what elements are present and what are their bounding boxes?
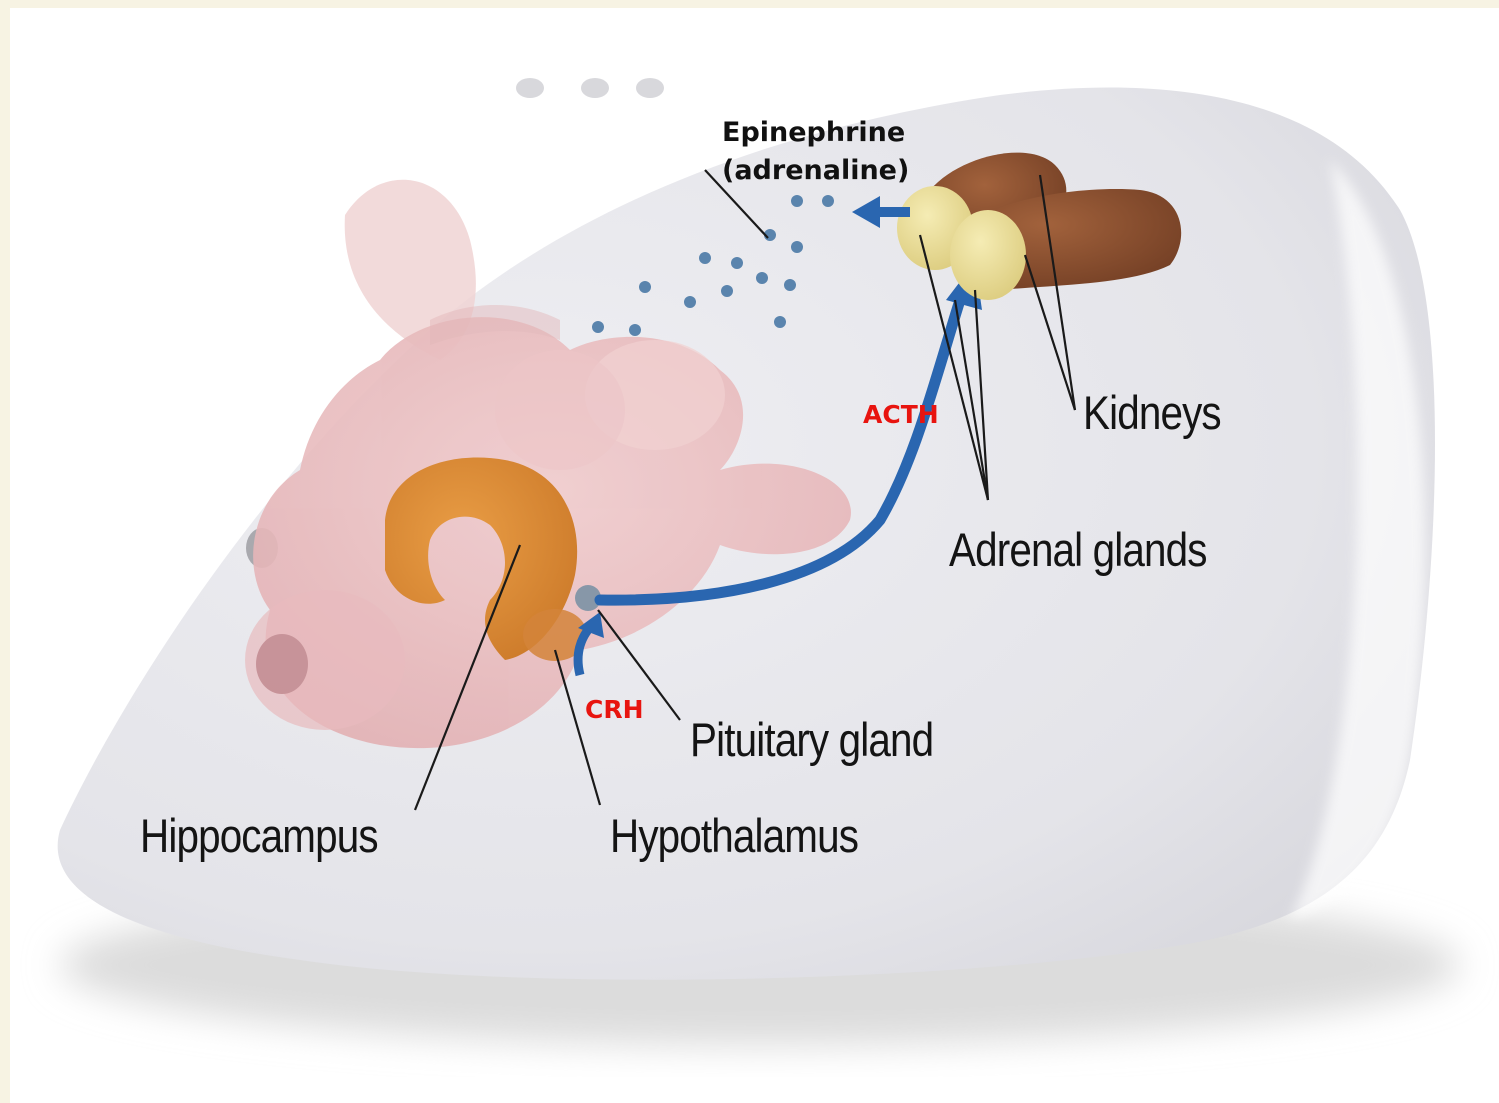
crh-label: CRH — [585, 695, 644, 724]
faint-marks — [516, 78, 664, 98]
epinephrine-label-line2: (adrenaline) — [722, 152, 909, 190]
adrenal-glands-label: Adrenal glands — [949, 522, 1207, 577]
epinephrine-label: Epinephrine (adrenaline) — [722, 114, 909, 190]
hypothalamus-label: Hypothalamus — [610, 808, 858, 863]
acth-label: ACTH — [863, 400, 939, 429]
pituitary-gland-label: Pituitary gland — [690, 712, 933, 767]
hippocampus-label: Hippocampus — [140, 808, 378, 863]
epinephrine-label-line1: Epinephrine — [722, 114, 909, 152]
kidneys-label: Kidneys — [1083, 385, 1221, 440]
